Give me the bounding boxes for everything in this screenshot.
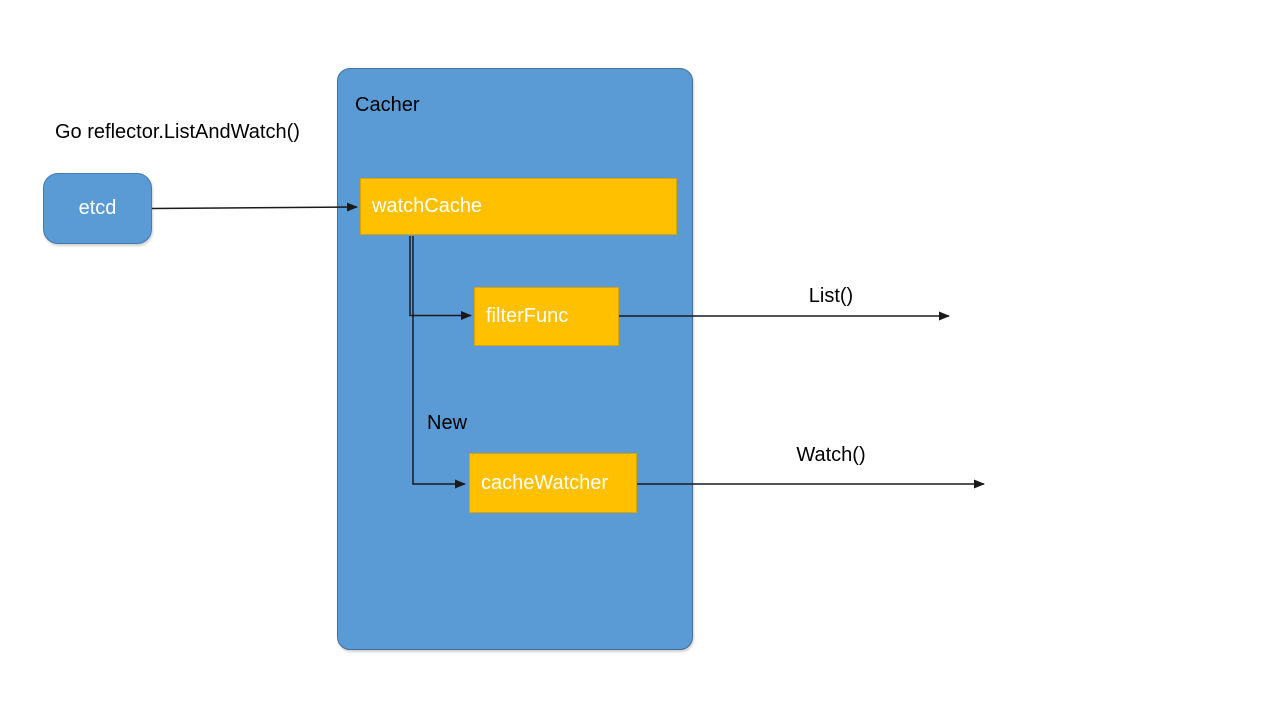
node-watchcache: watchCache <box>360 178 677 235</box>
watchcache-label: watchCache <box>372 195 483 217</box>
label-new: New <box>427 412 468 434</box>
etcd-label: etcd <box>78 197 117 219</box>
label-go-reflector-listandwatch: Go reflector.ListAndWatch() <box>55 121 300 143</box>
filterfunc-label: filterFunc <box>486 305 569 327</box>
label-list: List() <box>808 285 854 307</box>
node-etcd: etcd <box>43 173 152 244</box>
node-cachewatcher: cacheWatcher <box>469 453 637 513</box>
node-cacher: Cacher <box>337 68 693 650</box>
cacher-title: Cacher <box>355 94 420 116</box>
node-filterfunc: filterFunc <box>474 287 619 346</box>
label-watch: Watch() <box>796 444 866 466</box>
cachewatcher-label: cacheWatcher <box>481 471 609 494</box>
arrow-etcd-to-watchcache <box>151 202 358 212</box>
